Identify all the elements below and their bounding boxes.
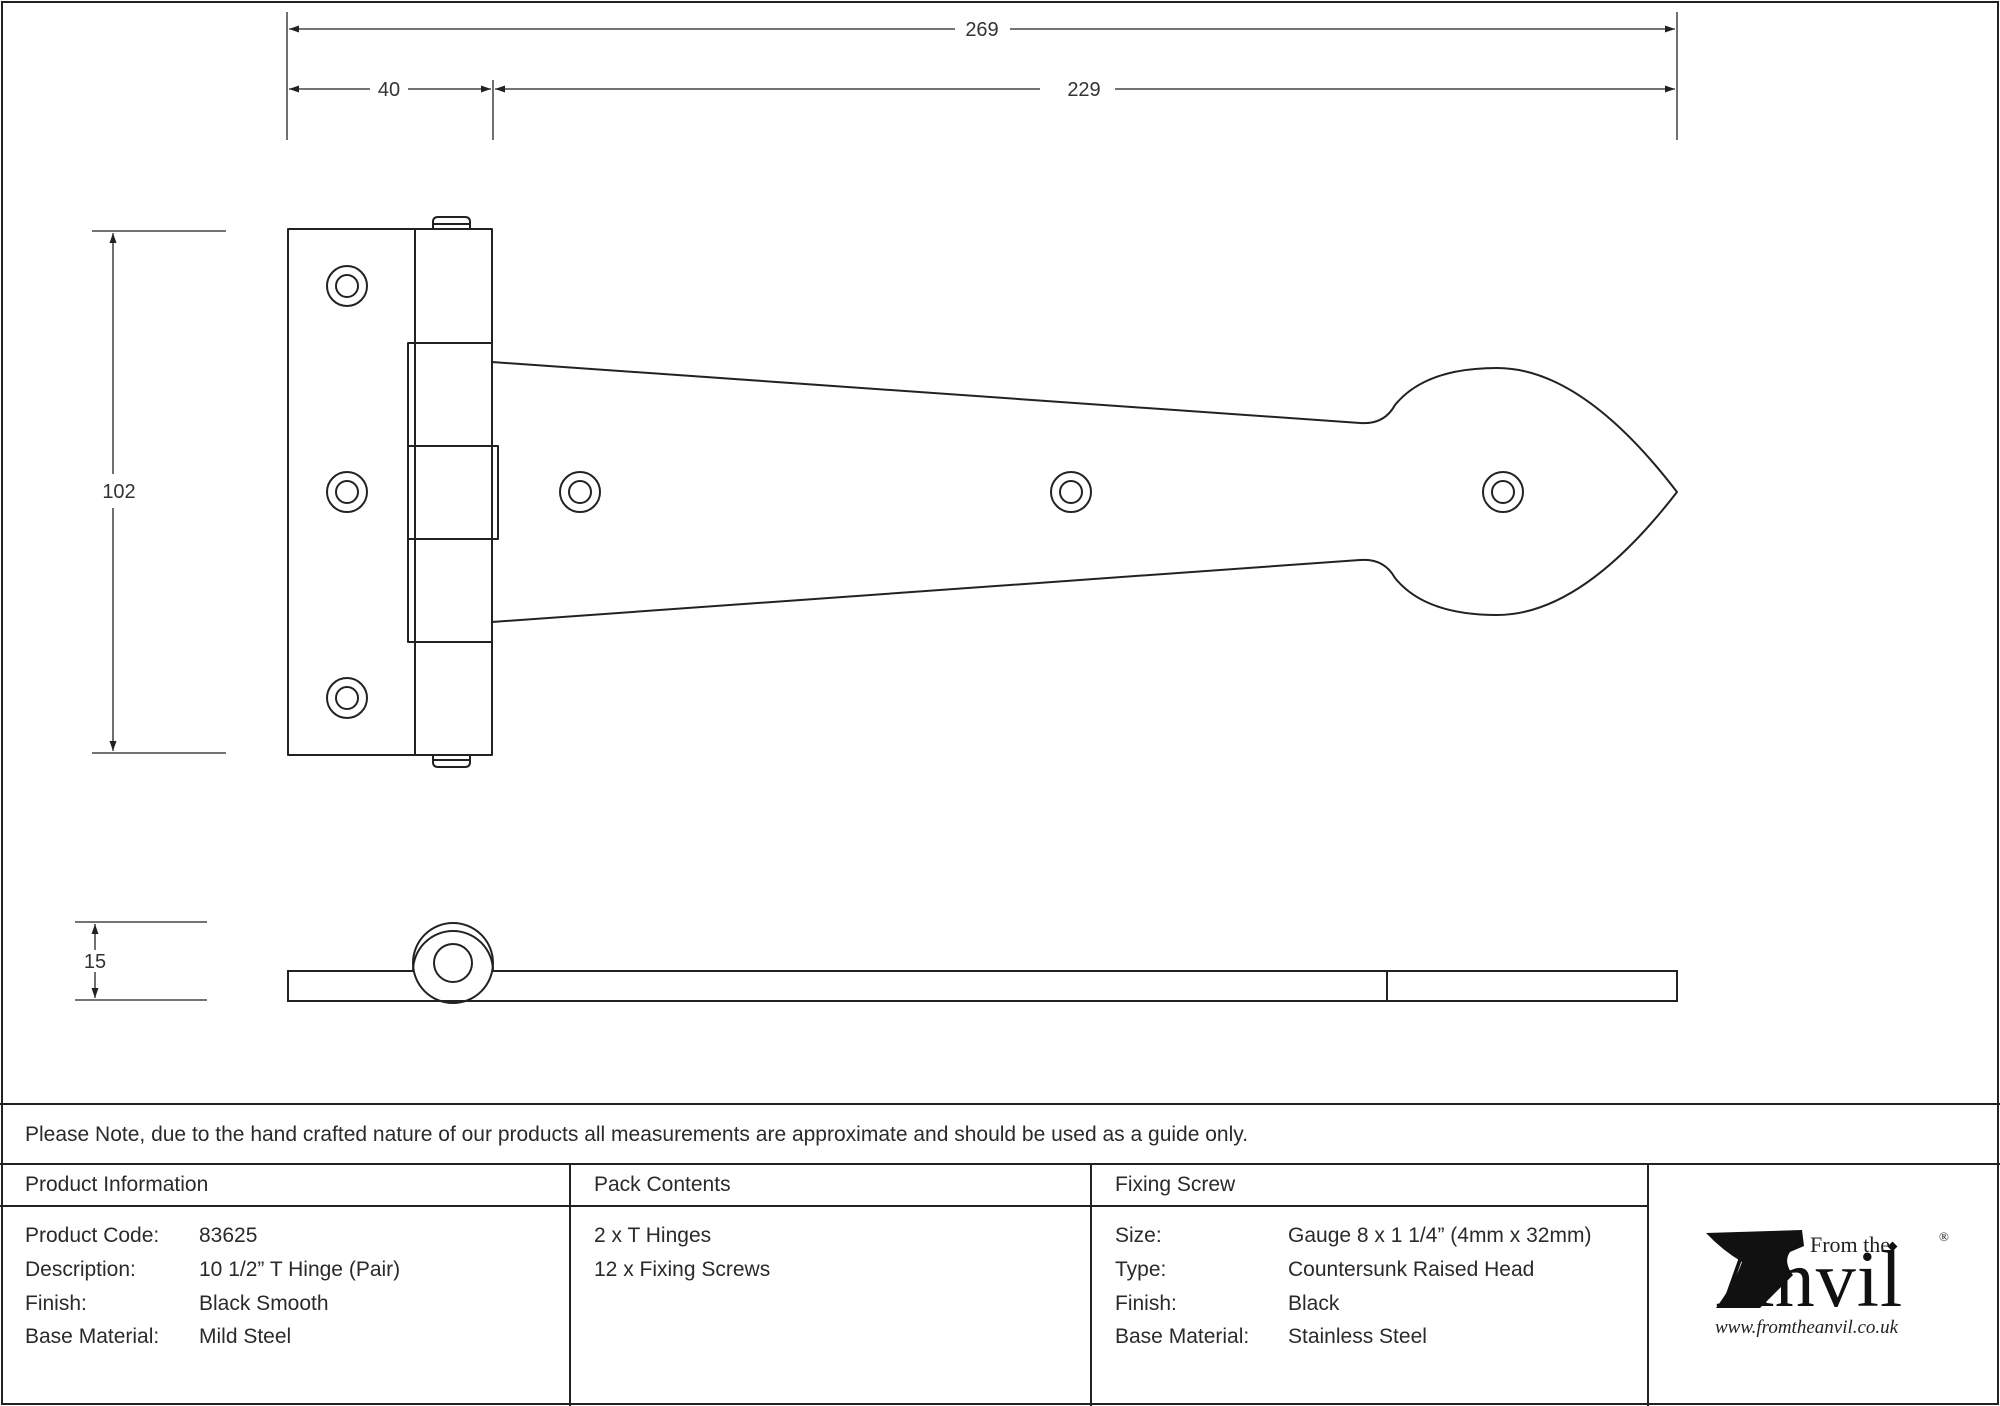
strap-leaf — [491, 361, 1678, 623]
description-value: 10 1/2” T Hinge (Pair) — [199, 1258, 401, 1281]
screw-hole-leaf-bottom — [326, 677, 368, 719]
pin-cap-bottom — [432, 755, 471, 768]
side-pin-outer — [412, 922, 494, 1004]
product-code-label: Product Code: — [25, 1224, 160, 1247]
fixing-screw-heading: Fixing Screw — [1115, 1173, 1236, 1196]
pack-contents-heading: Pack Contents — [594, 1173, 731, 1196]
strap-length-label: 229 — [1067, 79, 1100, 101]
knuckle-1 — [407, 342, 493, 447]
hinge-side-view — [287, 922, 1678, 1004]
pin-cap-top — [432, 216, 471, 229]
leaf-width-label: 40 — [378, 79, 400, 101]
pack-item: 12 x Fixing Screws — [594, 1258, 771, 1281]
screw-material-label: Base Material: — [1115, 1325, 1250, 1348]
product-info-heading: Product Information — [25, 1173, 209, 1196]
thickness-dimension — [75, 921, 207, 1001]
screw-size-label: Size: — [1115, 1224, 1162, 1247]
base-material-value: Mild Steel — [199, 1325, 292, 1348]
side-pin — [433, 943, 473, 983]
screw-size-value: Gauge 8 x 1 1/4” (4mm x 32mm) — [1288, 1224, 1592, 1247]
height-label: 102 — [102, 481, 135, 503]
logo-registered-mark: ® — [1939, 1229, 1949, 1244]
top-dimensions — [286, 12, 1678, 140]
screw-type-value: Countersunk Raised Head — [1288, 1258, 1535, 1281]
pack-item: 2 x T Hinges — [594, 1224, 712, 1247]
screw-hole-leaf-middle — [326, 471, 368, 513]
anvil-icon — [1706, 1230, 1804, 1308]
screw-type-label: Type: — [1115, 1258, 1167, 1281]
logo-website-url: www.fromtheanvil.co.uk — [1715, 1317, 1899, 1338]
knuckle-2 — [407, 445, 499, 540]
screw-material-value: Stainless Steel — [1288, 1325, 1427, 1348]
logo-from-the: From the — [1810, 1232, 1891, 1257]
base-material-label: Base Material: — [25, 1325, 160, 1348]
disclaimer-note: Please Note, due to the hand crafted nat… — [25, 1123, 1249, 1146]
logo-anvil-wordmark: Anvil — [1716, 1236, 1904, 1324]
overall-length-label: 269 — [965, 19, 998, 41]
fixed-leaf — [287, 228, 493, 756]
side-profile — [287, 930, 1678, 1002]
screw-hole-strap-1 — [559, 471, 601, 513]
screw-hole-strap-2 — [1050, 471, 1092, 513]
hinge-front-view — [287, 216, 1678, 768]
logo-diamond-icon — [1887, 1241, 1898, 1252]
screw-finish-label: Finish: — [1115, 1292, 1177, 1315]
screw-hole-leaf-top — [326, 265, 368, 307]
description-label: Description: — [25, 1258, 136, 1281]
screw-hole-strap-3 — [1482, 471, 1524, 513]
screw-finish-value: Black — [1288, 1292, 1340, 1315]
finish-label: Finish: — [25, 1292, 87, 1315]
knuckle-3 — [407, 538, 493, 643]
height-dimension — [92, 230, 226, 754]
thickness-label: 15 — [84, 951, 106, 973]
info-table-grid — [0, 1103, 2000, 1406]
finish-value: Black Smooth — [199, 1292, 329, 1315]
product-code-value: 83625 — [199, 1224, 258, 1247]
